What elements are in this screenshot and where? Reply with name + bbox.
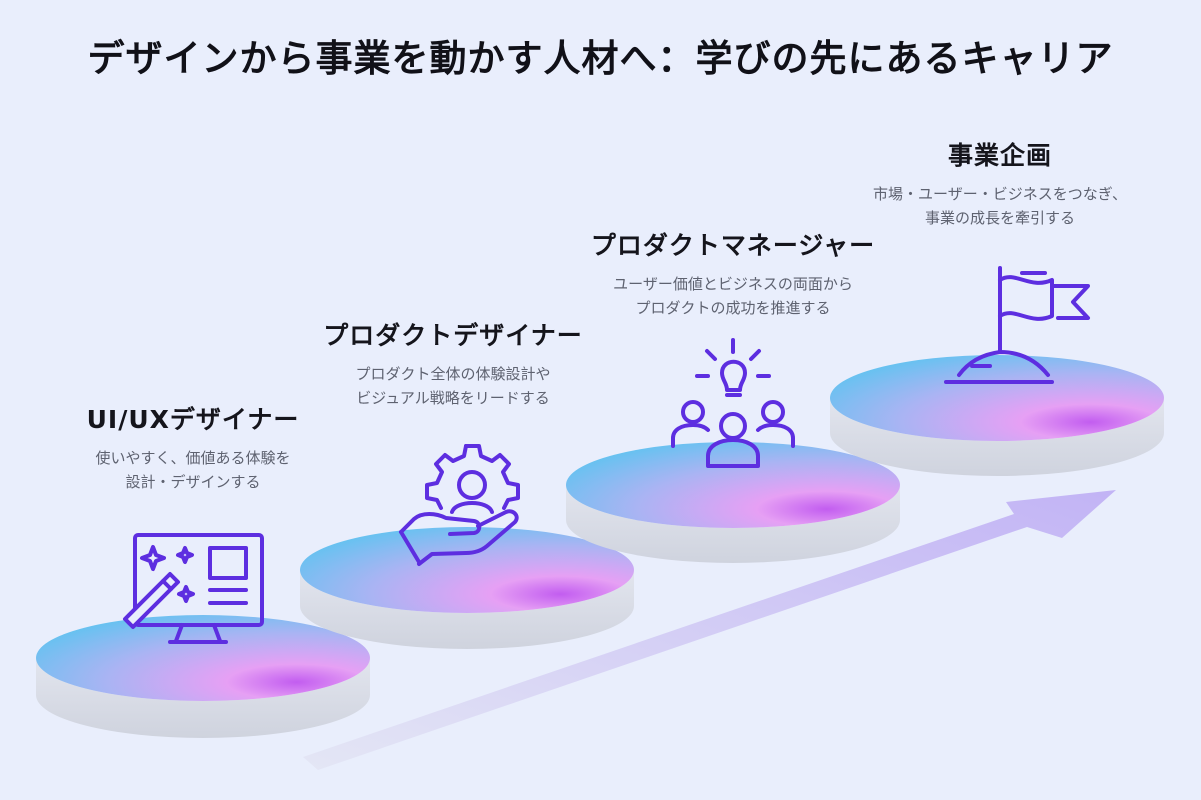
step-1-title: UI/UXデザイナー — [86, 405, 300, 434]
flag-summit-icon — [944, 266, 1090, 384]
step-1-label: UI/UXデザイナー 使いやすく、価値ある体験を 設計・デザインする — [53, 400, 333, 494]
step-3-description-line-1: ユーザー価値とビジネスの両面から — [613, 275, 853, 293]
step-3-label: プロダクトマネージャー ユーザー価値とビジネスの両面から プロダクトの成功を推進… — [553, 226, 913, 320]
step-1-description-line-1: 使いやすく、価値ある体験を — [95, 449, 291, 467]
hand-gear-icon — [399, 444, 520, 566]
team-lightbulb-icon — [671, 338, 795, 468]
platform-3 — [566, 442, 900, 563]
step-4-title: 事業企画 — [947, 141, 1052, 170]
step-2-title: プロダクトデザイナー — [323, 321, 583, 350]
platform-2 — [300, 527, 634, 649]
step-4-description-line-2: 事業の成長を牽引する — [924, 209, 1075, 227]
step-2-description-line-2: ビジュアル戦略をリードする — [356, 389, 550, 407]
growth-arrow — [303, 490, 1116, 770]
step-1-description-line-2: 設計・デザインする — [125, 473, 261, 491]
step-3-description-line-2: プロダクトの成功を推進する — [635, 299, 831, 317]
monitor-magic-wand-icon — [123, 533, 264, 644]
step-2-label: プロダクトデザイナー プロダクト全体の体験設計や ビジュアル戦略をリードする — [292, 316, 614, 410]
step-4-label: 事業企画 市場・ユーザー・ビジネスをつなぎ、 事業の成長を牽引する — [840, 136, 1160, 230]
step-4-description-line-1: 市場・ユーザー・ビジネスをつなぎ、 — [873, 185, 1127, 203]
step-4-description: 市場・ユーザー・ビジネスをつなぎ、 事業の成長を牽引する — [840, 182, 1160, 230]
platform-4 — [830, 355, 1164, 476]
step-2-description: プロダクト全体の体験設計や ビジュアル戦略をリードする — [292, 362, 614, 410]
step-2-description-line-1: プロダクト全体の体験設計や — [355, 365, 551, 383]
step-3-title: プロダクトマネージャー — [590, 231, 876, 260]
step-1-description: 使いやすく、価値ある体験を 設計・デザインする — [53, 446, 333, 494]
step-3-description: ユーザー価値とビジネスの両面から プロダクトの成功を推進する — [553, 272, 913, 320]
platform-1 — [36, 615, 370, 738]
page-title: デザインから事業を動かす人材へ：学びの先にあるキャリア — [87, 37, 1114, 80]
